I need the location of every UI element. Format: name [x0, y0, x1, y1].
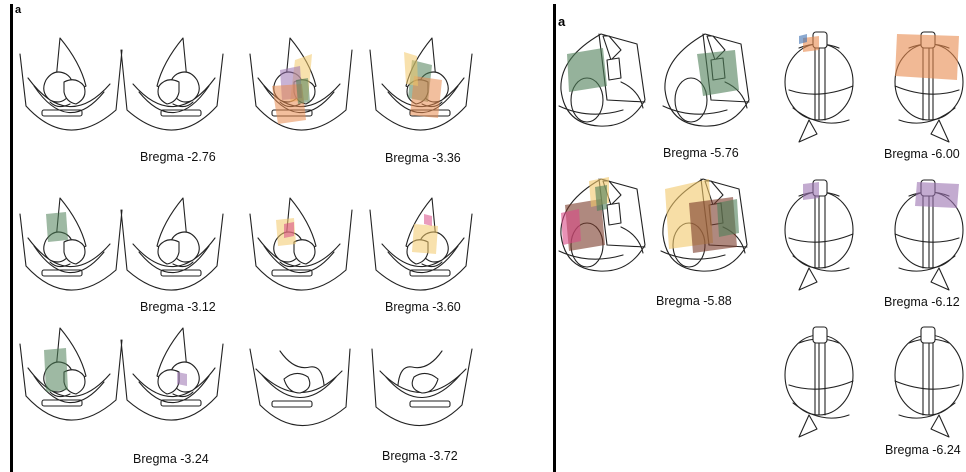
right-section-2 [663, 34, 749, 126]
caption-bregma-2-76: Bregma -2.76 [140, 150, 216, 164]
right-section-2-region-green [697, 50, 739, 96]
caption-bregma-6-12: Bregma -6.12 [884, 295, 960, 309]
caption-bregma-3-36: Bregma -3.36 [385, 151, 461, 165]
right-section-5-region-green [595, 185, 607, 211]
right-section-5 [559, 177, 645, 271]
left-section-6 [121, 198, 223, 290]
left-section-4 [370, 38, 472, 130]
left-section-9 [20, 328, 122, 420]
right-panel: a Bregma -5.76 Bregma -6.00 Bregma -5.88… [553, 0, 966, 472]
right-section-8 [895, 180, 963, 290]
right-section-8-region-purple [915, 182, 959, 208]
left-brain-sections [0, 0, 510, 472]
right-section-4 [895, 32, 963, 142]
caption-bregma-3-60: Bregma -3.60 [385, 300, 461, 314]
caption-bregma-3-72: Bregma -3.72 [382, 449, 458, 463]
right-section-6 [661, 179, 747, 271]
left-section-1 [20, 38, 122, 130]
left-section-9-region-green [44, 348, 68, 392]
left-section-8-region-magenta [424, 214, 432, 226]
left-panel: a Bregma -2.76 Bregma -3.36 Bregma -3.12… [0, 0, 510, 472]
right-section-6-region-green [717, 199, 739, 237]
caption-bregma-6-24: Bregma -6.24 [885, 443, 961, 457]
left-section-5 [20, 198, 122, 290]
left-section-10 [121, 328, 223, 420]
left-section-8 [370, 198, 472, 290]
left-section-8-region-yellow [412, 224, 438, 254]
right-section-7 [785, 180, 853, 290]
left-section-2 [121, 38, 223, 130]
right-brain-sections [553, 0, 966, 472]
left-section-3 [250, 38, 352, 130]
caption-bregma-3-12: Bregma -3.12 [140, 300, 216, 314]
caption-bregma-5-88: Bregma -5.88 [656, 294, 732, 308]
left-section-3-region-green [296, 78, 310, 104]
left-section-10-region-purple [177, 372, 187, 386]
caption-bregma-3-24: Bregma -3.24 [133, 452, 209, 466]
left-section-7-region-magenta [284, 222, 294, 238]
right-section-1 [559, 34, 645, 126]
left-section-4-region-yellow [404, 52, 418, 86]
left-section-5-region-green [46, 212, 68, 242]
left-section-12 [372, 349, 472, 426]
right-section-3 [785, 32, 853, 142]
right-section-4-region-orange [895, 34, 959, 80]
right-section-1-region-green [567, 48, 607, 92]
right-section-9 [785, 327, 853, 437]
right-section-10 [895, 327, 963, 437]
left-section-11 [250, 349, 350, 426]
right-section-7-region-purple [803, 182, 819, 200]
caption-bregma-5-76: Bregma -5.76 [663, 146, 739, 160]
caption-bregma-6-00: Bregma -6.00 [884, 147, 960, 161]
right-section-5-region-magenta [561, 209, 581, 245]
left-section-7 [250, 198, 352, 290]
